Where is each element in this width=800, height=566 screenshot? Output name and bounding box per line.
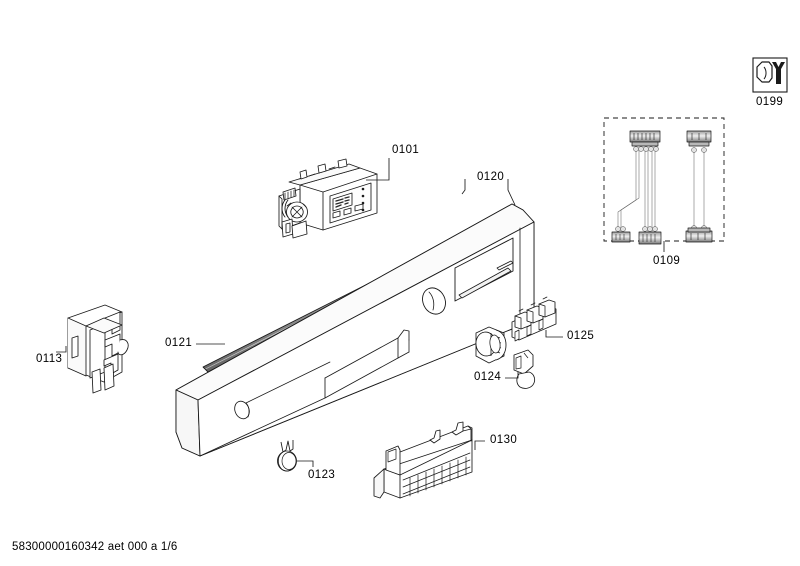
part-label-0121: 0121 bbox=[165, 337, 193, 349]
leader-0124 bbox=[505, 372, 519, 379]
part-label-0199: 0199 bbox=[756, 96, 784, 108]
part-label-0123: 0123 bbox=[308, 469, 336, 481]
dashed-group-boundary bbox=[603, 117, 725, 242]
part-0130-grid-bracket bbox=[373, 421, 473, 499]
part-0109-harness-group bbox=[603, 117, 725, 245]
part-0124-shaft-pin bbox=[513, 349, 536, 389]
part-label-0130: 0130 bbox=[490, 434, 518, 446]
leader-0101 bbox=[366, 158, 390, 181]
part-0199-tool-symbol bbox=[752, 57, 788, 93]
part-label-0109: 0109 bbox=[653, 255, 681, 267]
part-0113-bracket bbox=[67, 304, 129, 394]
leader-0130 bbox=[474, 440, 485, 450]
part-label-0125: 0125 bbox=[567, 330, 595, 342]
part-0124-rotary-knob bbox=[475, 326, 507, 364]
part-0101-control-module bbox=[278, 158, 378, 239]
part-label-0113: 0113 bbox=[36, 353, 63, 365]
nut-icon bbox=[756, 61, 773, 83]
part-0120-panel-fascia bbox=[175, 203, 535, 457]
leader-0125 bbox=[545, 330, 563, 338]
leader-0120 bbox=[461, 179, 516, 206]
leader-0113 bbox=[56, 346, 67, 353]
leader-0123 bbox=[297, 460, 314, 467]
part-label-0124: 0124 bbox=[474, 371, 502, 383]
sheet-footer-reference: 58300000160342 aet 000 a 1/6 bbox=[12, 541, 178, 553]
part-label-0101: 0101 bbox=[392, 144, 420, 156]
part-label-0120: 0120 bbox=[477, 171, 505, 183]
part-0123-round-button bbox=[277, 440, 297, 472]
part-0125-button-strip bbox=[511, 296, 557, 342]
wrench-icon bbox=[772, 62, 785, 84]
